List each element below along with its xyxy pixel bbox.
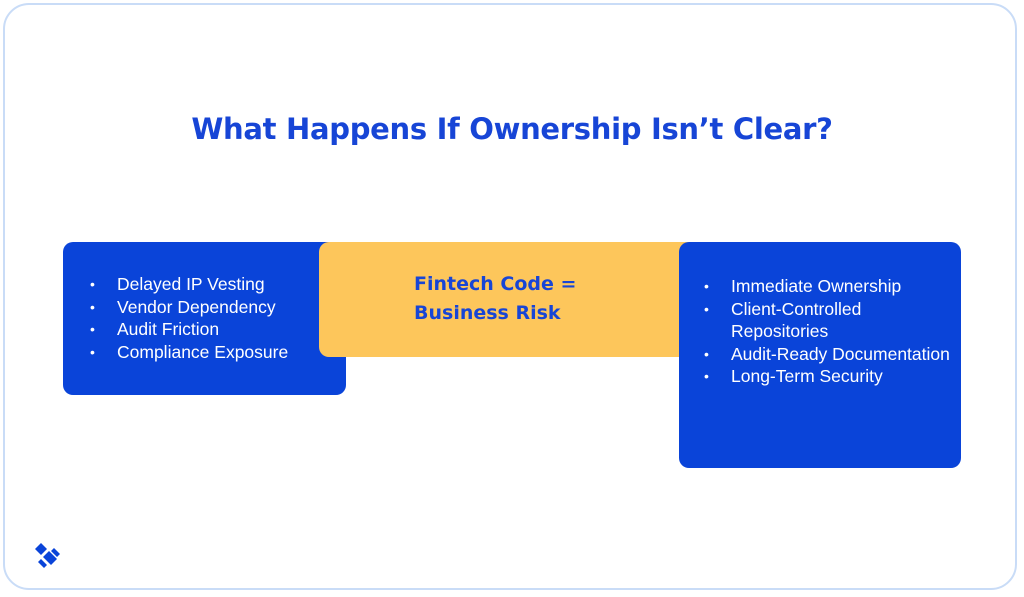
list-item: Delayed IP Vesting <box>90 273 340 296</box>
brand-logo-icon <box>35 543 60 568</box>
list-item: Compliance Exposure <box>90 341 340 364</box>
page-title: What Happens If Ownership Isn’t Clear? <box>191 112 833 146</box>
central-statement: Fintech Code = Business Risk <box>414 270 644 328</box>
list-item: Long-Term Security <box>704 365 954 388</box>
list-item: Immediate Ownership <box>704 275 954 298</box>
central-statement-line-2: Business Risk <box>414 302 561 324</box>
solutions-list: Immediate Ownership Client-Controlled Re… <box>704 275 954 388</box>
risk-factors-list: Delayed IP Vesting Vendor Dependency Aud… <box>90 273 340 363</box>
central-statement-box: Fintech Code = Business Risk <box>319 242 703 357</box>
central-statement-line-1: Fintech Code = <box>414 273 577 295</box>
list-item: Vendor Dependency <box>90 296 340 319</box>
risk-factors-box: Delayed IP Vesting Vendor Dependency Aud… <box>63 242 346 395</box>
list-item: Audit Friction <box>90 318 340 341</box>
list-item: Client-Controlled Repositories <box>704 298 954 343</box>
solutions-box: Immediate Ownership Client-Controlled Re… <box>679 242 961 468</box>
list-item: Audit-Ready Documentation <box>704 343 954 366</box>
